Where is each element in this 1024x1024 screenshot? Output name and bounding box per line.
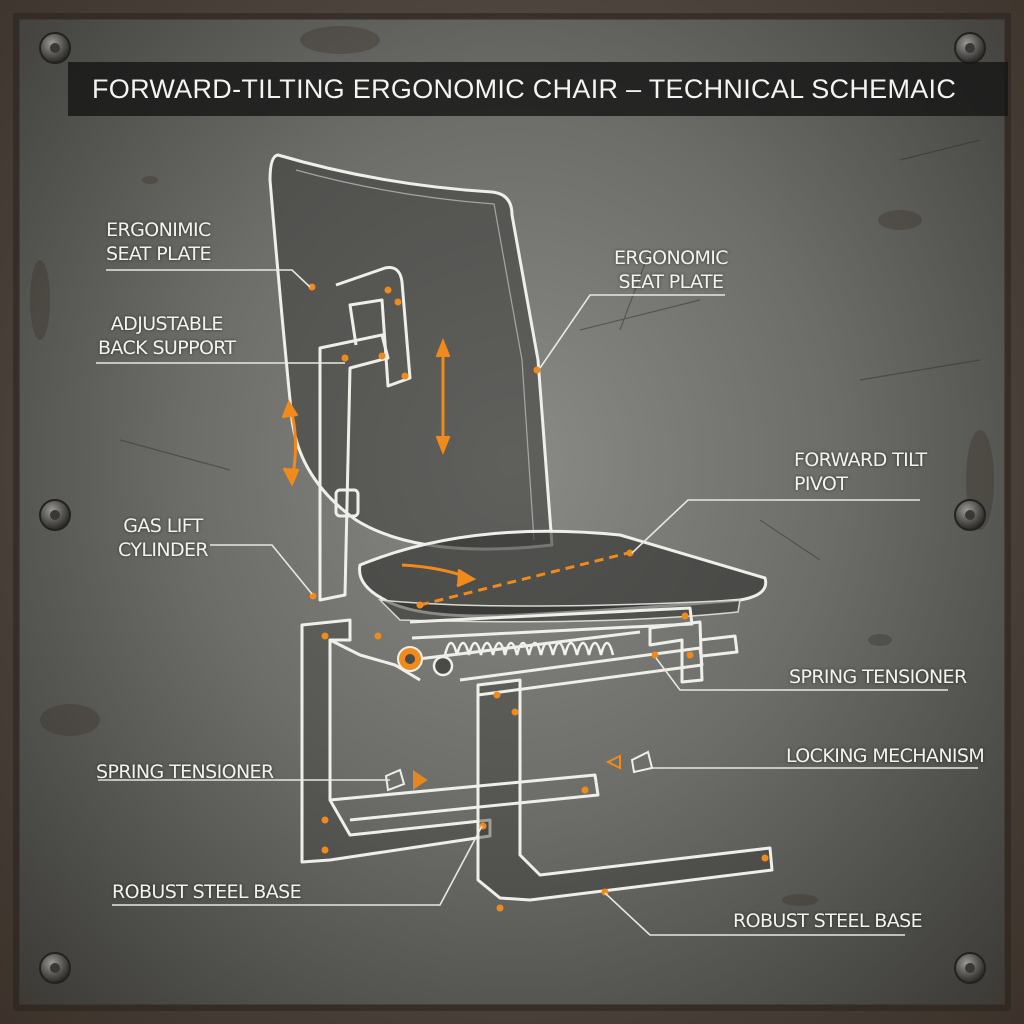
callout-locking-mechanism: LOCKING MECHANISM [786, 745, 985, 767]
title-bar: FORWARD-TILTING ERGONOMIC CHAIR – TECHNI… [68, 62, 1008, 116]
callout-back-support: ADJUSTABLE BACK SUPPORT [98, 313, 236, 359]
backrest [268, 153, 554, 551]
fastener-dots [308, 283, 769, 912]
rivet-icon [39, 32, 986, 984]
callout-steel-base-right: ROBUST STEEL BASE [733, 910, 923, 932]
back-support-frame [318, 266, 412, 602]
spring-icon [397, 630, 641, 677]
callout-seat-plate-right: ERGONOMIC SEAT PLATE [614, 247, 729, 293]
steel-base-frame [300, 606, 774, 902]
callout-spring-tensioner-left: SPRING TENSIONER [96, 761, 274, 783]
callout-gas-lift: GAS LIFT CYLINDER [118, 515, 209, 561]
callout-leaders [96, 269, 978, 936]
callout-spring-tensioner-right: SPRING TENSIONER [789, 666, 967, 688]
callout-steel-base-left: ROBUST STEEL BASE [112, 881, 302, 903]
callout-tilt-pivot: FORWARD TILT PIVOT [794, 449, 927, 495]
page-title: FORWARD-TILTING ERGONOMIC CHAIR – TECHNI… [92, 74, 957, 104]
arrow-icon [281, 337, 477, 588]
seat [358, 529, 768, 623]
callout-seat-plate-left: ERGONIMIC SEAT PLATE [106, 219, 211, 265]
